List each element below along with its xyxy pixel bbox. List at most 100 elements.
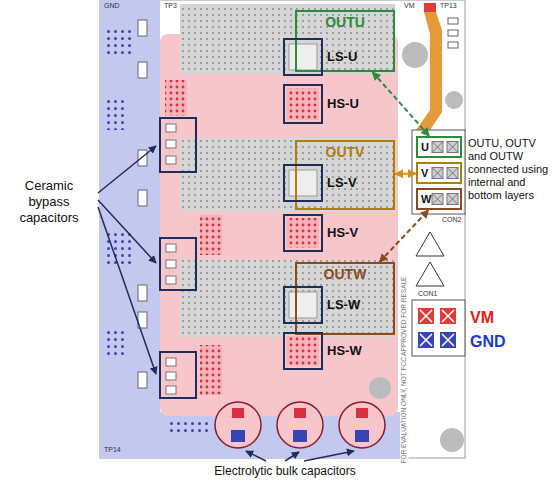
resistor-pad	[138, 62, 147, 78]
pin-name: W	[418, 190, 431, 208]
region-title: OUTU	[325, 14, 365, 30]
capacitor-pad	[231, 430, 245, 442]
callout-label: Electrolytic bulk capacitors	[214, 464, 355, 478]
pin-name: U	[418, 138, 429, 156]
bulk-capacitor	[277, 402, 323, 448]
ground-pour	[100, 0, 160, 458]
connector-terminal: U	[416, 136, 462, 158]
label-holder: FOR EVALUATION ONLY, NOT FCC APPROVED FO…	[310, 366, 499, 374]
bulk-capacitor	[215, 402, 261, 448]
leader-line	[304, 451, 354, 461]
capacitor-group-outline	[160, 238, 196, 290]
silkscreen-label: GND	[104, 2, 120, 10]
fet-label: LS-W	[327, 288, 360, 322]
via-cluster	[200, 215, 222, 255]
label-holder: VM	[470, 308, 494, 327]
mounting-hole	[440, 428, 464, 452]
test-point-pad	[424, 3, 436, 12]
via-cluster	[200, 345, 222, 395]
connector-terminal: W	[416, 188, 462, 210]
capacitor-pad	[293, 430, 307, 442]
region-title: OUTW	[324, 266, 367, 282]
led-footprint	[448, 18, 458, 24]
vm-trace	[416, 12, 442, 130]
fet-label: HS-U	[327, 86, 359, 122]
callout-label: Ceramic bypass capacitors	[4, 178, 94, 226]
label-holder: TP3	[164, 2, 177, 10]
fet-outline: HS-V	[283, 214, 323, 252]
silkscreen-label: CON2	[442, 216, 461, 224]
led-footprint	[448, 42, 458, 48]
fet-pad	[289, 170, 317, 196]
dashed-arrow	[395, 172, 416, 174]
mounting-hole	[445, 91, 463, 109]
fet-pad	[289, 292, 317, 318]
label-holder: TP13	[440, 2, 457, 10]
fet-outline: HS-U	[283, 84, 323, 124]
pad-cross	[432, 142, 458, 205]
silkscreen-label: TP14	[104, 446, 121, 454]
callout-note: OUTU, OUTV and OUTW connected using inte…	[468, 137, 552, 202]
output-pour	[180, 138, 395, 212]
capacitor-pad	[166, 156, 176, 164]
capacitor-group-outline	[160, 118, 196, 172]
output-pour	[180, 260, 395, 337]
capacitor-pad	[166, 140, 176, 148]
label-holder: OUTU, OUTV and OUTW connected using inte…	[468, 137, 552, 202]
capacitor-pad	[166, 386, 176, 394]
net-name: GND	[470, 332, 506, 351]
dashed-arrow	[379, 210, 428, 262]
connector-pads	[432, 142, 458, 205]
silkscreen-label: CON1	[418, 290, 437, 298]
fet-pad	[287, 336, 319, 366]
dashed-arrow	[372, 72, 429, 136]
resistor-pad	[138, 285, 147, 301]
warning-triangle	[416, 232, 444, 256]
mounting-hole	[402, 42, 428, 68]
connector-terminal: V	[416, 162, 462, 184]
resistor-pad	[138, 20, 147, 36]
fet-pad	[289, 44, 317, 70]
leader-line	[285, 452, 299, 461]
capacitor-pad	[294, 408, 306, 418]
capacitor-pad	[232, 408, 244, 418]
leader-line	[246, 451, 266, 461]
label-holder: GND	[104, 2, 120, 10]
pad-cross	[420, 310, 454, 346]
led-footprint	[448, 30, 458, 36]
fet-outline: HS-W	[283, 332, 323, 370]
capacitor-pad	[166, 276, 176, 284]
power-connector	[412, 300, 465, 356]
capacitor-pad	[355, 430, 369, 442]
label-holder: Electrolytic bulk capacitors	[214, 464, 355, 478]
silkscreen-label: TP13	[440, 2, 457, 10]
vm-pour	[160, 34, 398, 416]
capacitor-group-outline	[160, 352, 196, 398]
capacitor-pad	[166, 124, 176, 132]
leader-line	[98, 207, 156, 374]
warning-triangle	[416, 262, 444, 286]
fet-label: LS-V	[327, 166, 357, 200]
pin-name: V	[418, 164, 428, 182]
mounting-hole	[369, 377, 391, 399]
watermark: FOR EVALUATION ONLY, NOT FCC APPROVED FO…	[400, 276, 408, 465]
via-cluster	[165, 80, 187, 116]
region-title: OUTV	[326, 144, 365, 160]
capacitor-pad	[356, 408, 368, 418]
label-holder: GND	[470, 332, 506, 351]
via-cluster	[106, 330, 128, 358]
capacitor-pad	[166, 372, 176, 380]
label-holder: TP14	[104, 446, 121, 454]
capacitor-pad	[166, 358, 176, 366]
via-cluster	[106, 30, 134, 54]
fet-pad	[287, 88, 319, 120]
resistor-pad	[138, 150, 147, 166]
fet-label: HS-W	[327, 334, 362, 368]
fet-label: HS-V	[327, 216, 358, 250]
via-cluster	[106, 100, 128, 130]
